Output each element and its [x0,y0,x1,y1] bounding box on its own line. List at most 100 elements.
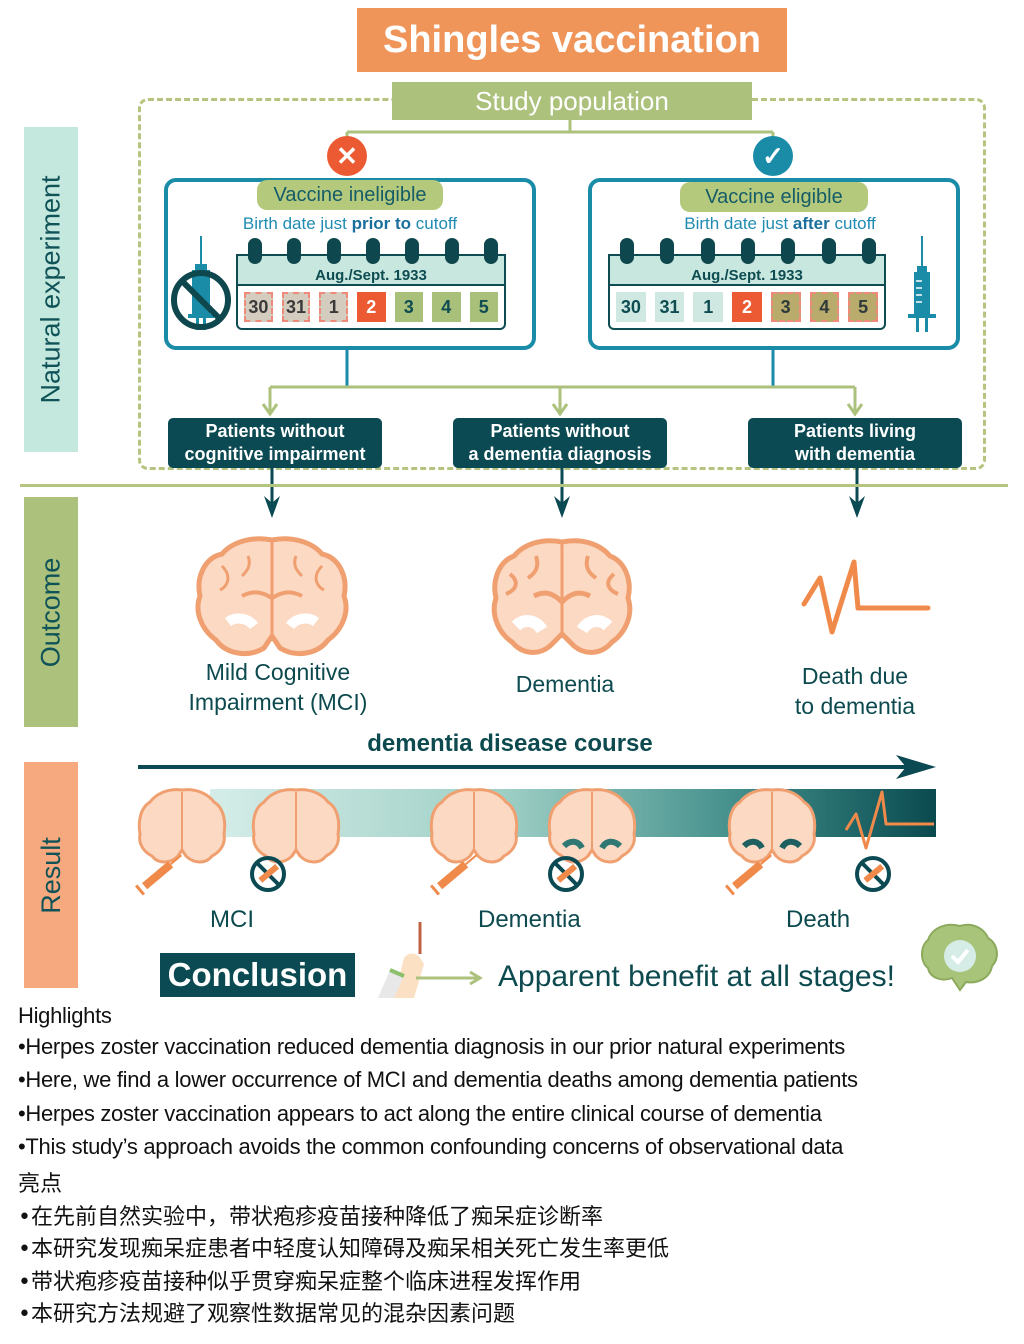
calendar-day: 4 [432,292,461,322]
conclusion-text: Apparent benefit at all stages! [498,960,895,993]
atrophied-brain-icon [727,788,817,864]
highlight-cn-item: •在先前自然实验中，带状疱疹疫苗接种降低了痴呆症诊断率 [18,1205,603,1230]
brain-icon [195,536,349,657]
no-syringe-icon [855,856,891,892]
highlight-cn-item: •本研究发现痴呆症患者中轻度认知障碍及痴呆相关死亡发生率更低 [18,1237,669,1262]
vaccine-eligible-label: Vaccine eligible [680,182,868,212]
hand-syringe-icon [378,922,483,998]
outcome-line: Mild Cognitive [205,659,351,685]
highlights-title: Highlights [18,1003,112,1028]
calendar-rings [620,238,876,264]
disease-course-title: dementia disease course [367,730,653,757]
vaccine-ineligible-label: Vaccine ineligible [257,180,443,210]
brain-icon [137,788,227,864]
side-label-result: Result [24,762,78,988]
calendar-day: 3 [394,292,424,322]
patients-living-with-dementia: Patients living with dementia [748,418,962,468]
brain-icon [251,788,341,864]
ring-icon [248,238,262,264]
highlight-item: •Herpes zoster vaccination appears to ac… [18,1101,822,1126]
x-icon: ✕ [327,136,367,176]
ring-icon [740,238,755,264]
atrophied-brain-icon [547,788,637,864]
highlight-item: •Here, we find a lower occurrence of MCI… [18,1067,858,1092]
calendar-day: 30 [244,292,273,322]
highlight-cn-item: •本研究方法规避了观察性数据常见的混杂因素问题 [18,1302,515,1327]
birth-date-eligible: Birth date just after cutoff [630,214,930,234]
atrophied-brain-icon [491,538,633,655]
check-icon: ✓ [753,136,793,176]
calendar-day: 31 [654,292,685,322]
syringe-icon [429,854,478,896]
patients-without-dementia-diagnosis: Patients without a dementia diagnosis [453,418,667,468]
conclusion-label: Conclusion [160,953,355,997]
calendar-day: 31 [281,292,311,322]
calendar-day: 2 [732,292,762,322]
outcome-line: Impairment (MCI) [188,689,368,715]
patient-line: Patients living [793,421,917,441]
syringe-icon [134,854,183,896]
ring-icon [660,238,675,264]
no-syringe-icon [250,856,286,892]
outcome-line: Death due [801,663,909,689]
main-title: Shingles vaccination [357,8,787,72]
side-label-text: Outcome [35,557,66,667]
patient-line: a dementia diagnosis [468,444,652,464]
healthy-brain-check-icon [921,923,998,992]
side-label-text: Result [35,836,66,914]
highlight-cn-item: •带状疱疹疫苗接种似乎贯穿痴呆症整个临床进程发挥作用 [18,1270,581,1295]
birth-prefix: Birth date just [684,214,793,233]
birth-date-ineligible: Birth date just prior to cutoff [200,214,500,234]
ring-icon [405,238,420,264]
ring-icon [821,238,836,264]
birth-suffix: cutoff [829,214,876,233]
ring-icon [861,238,876,264]
ring-icon [620,238,634,264]
birth-bold: after [792,214,830,233]
calendar-day: 5 [469,292,498,322]
stage-label-dementia: Dementia [478,906,581,933]
patient-line: Patients without [490,421,630,441]
calendar-day: 4 [809,292,840,322]
ring-icon [483,238,498,264]
calendar-day: 1 [319,292,349,322]
calendar-day: 1 [693,292,724,322]
disease-course-arrow [138,755,936,779]
heartbeat-icon [801,559,931,635]
calendar-month: Aug./Sept. 1933 [610,256,884,286]
patient-line: with dementia [794,444,915,464]
ring-icon [444,238,459,264]
ring-icon [781,238,796,264]
brain-icon [429,788,519,864]
stage-label-mci: MCI [210,906,254,933]
syringe-icon [724,854,773,896]
highlights-cn-title: 亮点 [18,1172,63,1197]
birth-bold: prior to [351,214,412,233]
outcome-dementia-label: Dementia [515,671,615,697]
calendar-day: 3 [770,292,801,322]
outcome-line: to dementia [794,693,916,719]
ring-icon [700,238,715,264]
no-syringe-icon [548,856,584,892]
stage-label-death: Death [786,906,851,933]
syringe-row [134,854,891,896]
patient-line: Patients without [205,421,345,441]
ring-icon [365,238,380,264]
highlight-item: •This study’s approach avoids the common… [18,1134,844,1159]
ring-icon [326,238,341,264]
heartbeat-icon [844,790,934,850]
study-population-box: Study population [392,82,752,120]
calendar-day: 30 [616,292,646,322]
calendar-rings [248,238,498,264]
ring-icon [287,238,302,264]
birth-prefix: Birth date just [242,214,352,233]
patient-line: cognitive impairment [184,444,366,464]
side-label-text: Natural experiment [35,175,66,404]
